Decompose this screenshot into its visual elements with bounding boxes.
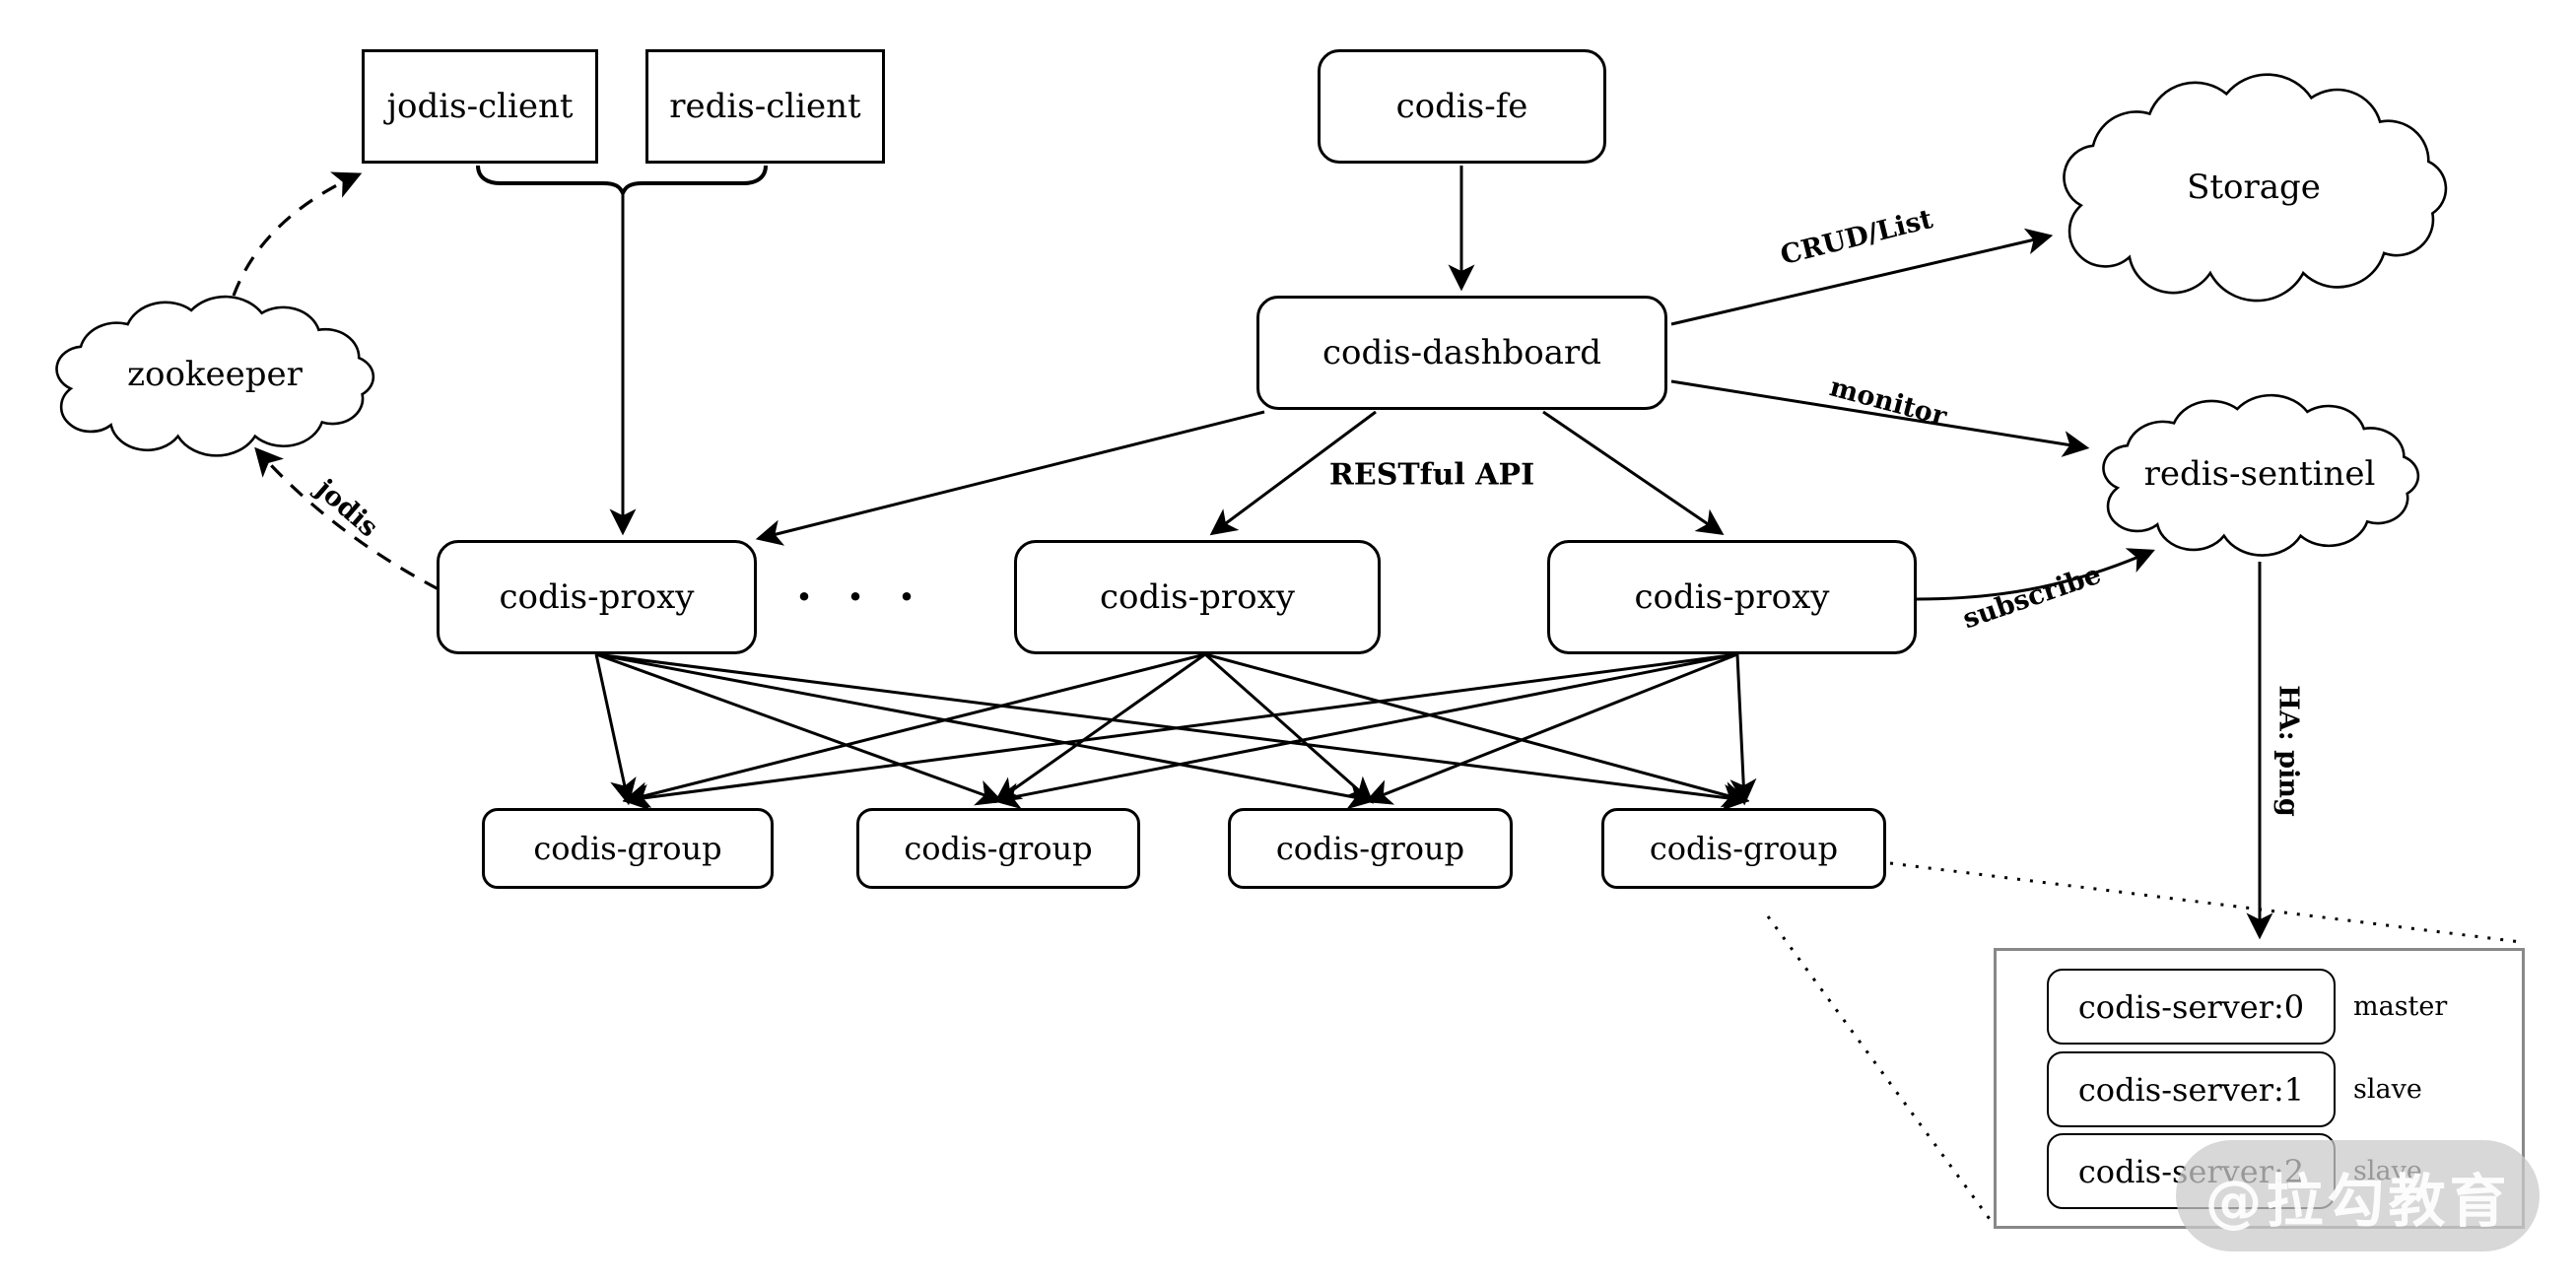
codis-fe-node: codis-fe	[1318, 49, 1606, 164]
edge-proxy-group	[992, 652, 1738, 810]
codis-dashboard-node: codis-dashboard	[1256, 296, 1667, 410]
codis-server-node-0: codis-server:0	[2047, 969, 2336, 1045]
zookeeper-cloud-shape	[57, 297, 373, 455]
codis-group-label: codis-group	[904, 830, 1093, 867]
edge-zookeeper-jodis-client	[232, 171, 363, 297]
proxy-ellipsis: · · ·	[796, 570, 925, 623]
zookeeper-label: zookeeper	[127, 355, 303, 394]
storage-label: Storage	[2187, 168, 2321, 207]
codis-group-label: codis-group	[1649, 830, 1839, 867]
edge-proxy-group	[595, 652, 1376, 810]
codis-proxy-node-1: codis-proxy	[437, 540, 757, 654]
codis-group-node-1: codis-group	[482, 808, 774, 889]
edge-dashboard-proxy3	[1542, 410, 1725, 536]
edge-dashboard-proxy1	[755, 410, 1265, 546]
edge-proxy-group	[622, 652, 1206, 808]
codis-server-label: codis-server:0	[2077, 987, 2305, 1026]
server-role-slave-1: slave	[2353, 1074, 2422, 1105]
edge-proxy-group	[1204, 652, 1750, 808]
edge-dashboard-sentinel-monitor	[1670, 379, 2090, 457]
storage-cloud-shape	[2064, 75, 2445, 301]
edge-proxy-group	[1729, 653, 1757, 806]
edge-label-restful-api: RESTful API	[1328, 457, 1535, 493]
codis-group-node-3: codis-group	[1228, 808, 1513, 889]
jodis-client-label: jodis-client	[386, 87, 574, 126]
edge-proxy-group	[595, 652, 1750, 811]
edge-proxy-group	[594, 653, 637, 806]
codis-proxy-label: codis-proxy	[499, 577, 695, 617]
codis-fe-label: codis-fe	[1395, 87, 1528, 126]
watermark-badge: @拉勾教育	[2176, 1140, 2540, 1251]
edge-proxy1-zookeeper-jodis	[254, 446, 440, 591]
clients-brace	[476, 165, 768, 199]
codis-proxy-node-2: codis-proxy	[1014, 540, 1381, 654]
server-role-master: master	[2353, 991, 2448, 1022]
redis-client-node: redis-client	[645, 49, 885, 164]
codis-group-label: codis-group	[533, 830, 722, 867]
redis-client-label: redis-client	[669, 87, 861, 126]
edge-dashboard-storage-crud	[1670, 228, 2054, 326]
codis-server-node-1: codis-server:1	[2047, 1051, 2336, 1127]
redis-sentinel-cloud-shape	[2103, 395, 2417, 555]
edge-proxy-group	[622, 652, 1738, 811]
redis-sentinel-label: redis-sentinel	[2143, 454, 2376, 494]
codis-proxy-label: codis-proxy	[1634, 577, 1830, 617]
edge-proxy-group	[1204, 652, 1375, 804]
edge-dashboard-proxy2	[1209, 410, 1377, 536]
codis-server-label: codis-server:1	[2077, 1070, 2305, 1109]
codis-proxy-label: codis-proxy	[1100, 577, 1295, 617]
edge-proxy3-sentinel-subscribe	[1916, 548, 2155, 601]
codis-group-node-2: codis-group	[856, 808, 1140, 889]
edge-proxy-group	[1364, 652, 1738, 805]
edge-proxy-group	[993, 652, 1206, 804]
edge-label-ha-ping: HA: ping	[2272, 685, 2304, 817]
leader-group4-container-bottom	[1766, 915, 1997, 1227]
codis-group-node-4: codis-group	[1601, 808, 1886, 889]
codis-proxy-node-3: codis-proxy	[1547, 540, 1917, 654]
leader-group4-container-top	[1889, 861, 2522, 944]
edge-proxy-group	[595, 652, 1004, 806]
codis-group-label: codis-group	[1275, 830, 1465, 867]
codis-dashboard-label: codis-dashboard	[1322, 333, 1601, 372]
jodis-client-node: jodis-client	[362, 49, 598, 164]
